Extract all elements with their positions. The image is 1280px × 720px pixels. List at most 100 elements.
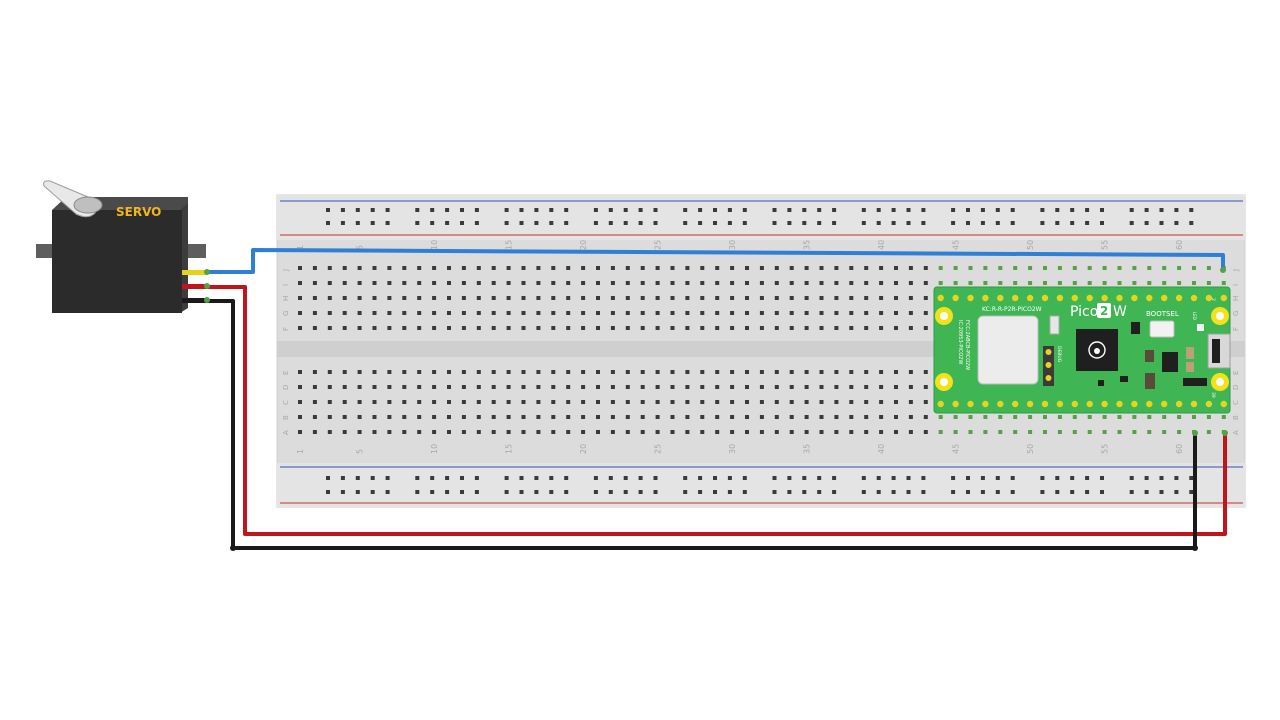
breadboard-hole: [908, 400, 913, 404]
breadboard-hole: [864, 430, 869, 434]
rail-hole: [385, 208, 390, 212]
signal-wire: [205, 248, 1225, 274]
rail-hole: [713, 221, 717, 225]
rail-hole: [385, 221, 390, 225]
breadboard-hole: [804, 385, 809, 389]
row-letter-right: H: [1232, 296, 1240, 301]
rail-hole: [1055, 476, 1060, 480]
breadboard-hole: [819, 400, 824, 404]
breadboard-hole: [1192, 266, 1196, 270]
breadboard-hole: [730, 326, 735, 330]
breadboard-hole: [1043, 266, 1047, 270]
breadboard-hole: [566, 370, 571, 374]
rail-hole: [355, 490, 360, 494]
pico-pin-pad: [937, 294, 944, 302]
pico-pin-pad: [1190, 294, 1198, 302]
pico-pin-pad: [1012, 400, 1019, 408]
breadboard-hole: [894, 370, 898, 374]
rail-hole: [1174, 221, 1179, 225]
row-letter-right: A: [1232, 430, 1240, 435]
breadboard-hole: [864, 326, 869, 330]
rail-hole: [861, 476, 866, 480]
breadboard-hole: [700, 326, 705, 330]
rail-hole: [340, 221, 345, 225]
rail-hole: [742, 476, 747, 480]
servo-lead-red: [182, 284, 208, 289]
rail-hole: [474, 490, 479, 494]
rail-hole: [787, 208, 792, 212]
rail-hole: [1189, 208, 1194, 212]
breadboard-hole: [1132, 281, 1137, 285]
breadboard-hole: [342, 266, 347, 270]
breadboard-holes: [298, 266, 1226, 434]
breadboard-hole: [1192, 281, 1196, 285]
pico-pin-pad: [1056, 400, 1064, 408]
breadboard-hole: [834, 326, 839, 330]
breadboard-hole: [625, 326, 630, 330]
breadboard-hole: [730, 400, 735, 404]
component-2: [1145, 350, 1154, 362]
pico-pin-pad: [1116, 400, 1123, 408]
rail-hole: [742, 221, 747, 225]
breadboard-hole: [774, 296, 779, 300]
breadboard-hole: [1117, 281, 1122, 285]
breadboard-hole: [655, 326, 660, 330]
breadboard-hole: [312, 311, 317, 315]
breadboard-hole: [849, 400, 854, 404]
breadboard-hole: [491, 296, 496, 300]
breadboard-hole: [506, 400, 511, 404]
rail-hole: [460, 221, 464, 225]
breadboard-hole: [596, 311, 600, 315]
column-number-top: 35: [803, 240, 812, 250]
breadboard-hole: [1177, 430, 1182, 434]
breadboard-hole: [894, 385, 898, 389]
breadboard-hole: [417, 326, 422, 330]
breadboard-hole: [879, 430, 884, 434]
breadboard-hole: [342, 281, 347, 285]
breadboard-hole: [864, 311, 869, 315]
pico-pin-pad: [1056, 294, 1064, 302]
rail-hole: [802, 221, 807, 225]
row-letter-left: H: [282, 296, 290, 301]
breadboard-hole: [908, 326, 913, 330]
column-number-top: 60: [1175, 240, 1184, 250]
breadboard-hole: [447, 326, 451, 330]
rf-text-2: FCC:2ABCB-PICO2W: [964, 320, 970, 370]
breadboard-hole: [700, 296, 705, 300]
rail-hole: [519, 221, 524, 225]
breadboard-hole: [491, 385, 496, 389]
rail-hole: [638, 208, 643, 212]
breadboard-hole: [1043, 281, 1047, 285]
rail-hole: [1174, 476, 1179, 480]
breadboard-hole: [1072, 430, 1077, 434]
breadboard-hole: [566, 311, 571, 315]
rail-hole: [623, 490, 628, 494]
breadboard-hole: [506, 326, 511, 330]
rail-hole: [727, 208, 732, 212]
breadboard-hole: [357, 266, 362, 270]
debug-pin-1: [1045, 349, 1052, 355]
top-power-rail: [277, 195, 1245, 240]
breadboard-hole: [387, 415, 392, 419]
breadboard-hole: [879, 385, 884, 389]
pico-pin-pad: [1071, 294, 1079, 302]
rail-hole: [549, 490, 554, 494]
breadboard-hole: [372, 311, 377, 315]
rf-text-1: KC:R-R-P2R-PICO2W: [982, 306, 1042, 313]
pico-pin-pad: [937, 400, 944, 408]
rail-hole: [1070, 490, 1075, 494]
breadboard-hole: [1102, 415, 1107, 419]
rail-hole: [787, 490, 792, 494]
breadboard-hole: [342, 326, 347, 330]
rail-hole: [683, 221, 688, 225]
breadboard-hole: [1162, 415, 1167, 419]
servo-motor: SERVO: [36, 180, 210, 313]
breadboard-hole: [357, 281, 362, 285]
breadboard-hole: [491, 326, 496, 330]
rail-hole: [460, 490, 464, 494]
rail-hole: [906, 476, 911, 480]
pico-pin-pad: [1205, 400, 1213, 408]
rail-hole: [980, 490, 985, 494]
raspberry-logo-icon: [1088, 341, 1106, 359]
rail-hole: [1100, 208, 1104, 212]
